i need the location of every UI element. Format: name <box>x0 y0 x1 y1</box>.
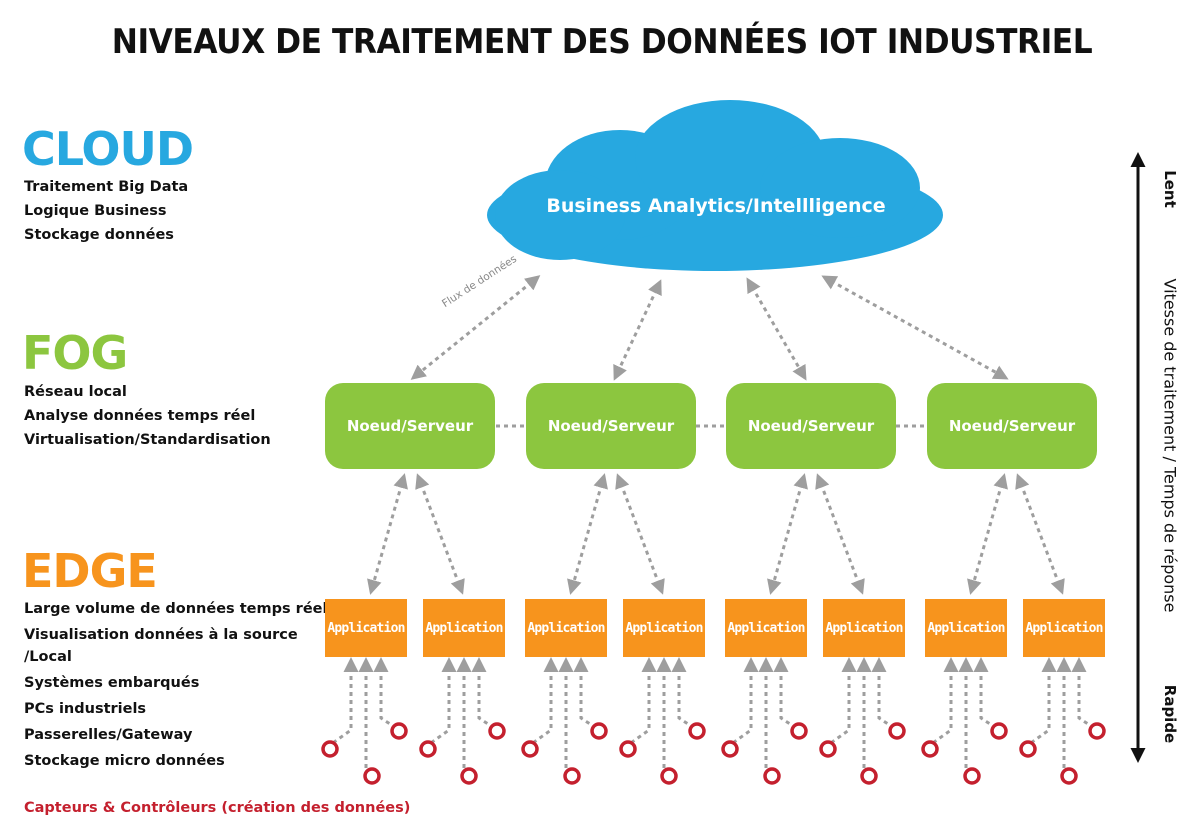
sensor-icon <box>488 722 506 740</box>
sensor-icon <box>590 722 608 740</box>
fog-item: Réseau local <box>24 384 127 400</box>
page-title: NIVEAUX DE TRAITEMENT DES DONNÉES IOT IN… <box>111 22 1093 62</box>
fog-node: Noeud/Serveur <box>726 383 896 469</box>
sensor-icon <box>721 740 739 758</box>
cloud-layer-title: CLOUD <box>22 122 194 176</box>
sensor-icon <box>963 767 981 785</box>
axis-title: Vitesse de traitement / Temps de réponse <box>1160 278 1180 613</box>
edge-application: Application <box>725 599 807 657</box>
edge-application: Application <box>623 599 705 657</box>
fog-item: Analyse données temps réel <box>24 408 256 424</box>
edge-item: PCs industriels <box>24 701 147 717</box>
sensor-connectors <box>329 657 1095 770</box>
sensor-icon <box>921 740 939 758</box>
sensor-icon <box>619 740 637 758</box>
cloud-item: Logique Business <box>24 203 167 219</box>
sensor-icon <box>390 722 408 740</box>
node-app-connectors <box>367 473 1065 595</box>
sensor-icon <box>363 767 381 785</box>
sensor-icon <box>419 740 437 758</box>
edge-application: Application <box>525 599 607 657</box>
cloud-layer-description: Traitement Big Data Logique Business Sto… <box>24 175 188 247</box>
edge-item: Systèmes embarqués <box>24 675 200 691</box>
sensor-icon <box>688 722 706 740</box>
sensors-label: Capteurs & Contrôleurs (création des don… <box>24 800 411 816</box>
sensor-icon <box>888 722 906 740</box>
sensor-icon <box>1088 722 1106 740</box>
sensor-icon <box>790 722 808 740</box>
sensor-icon <box>1060 767 1078 785</box>
edge-layer-title: EDGE <box>22 544 158 598</box>
edge-application: Application <box>325 599 407 657</box>
sensor-icon <box>819 740 837 758</box>
sensor-icon <box>563 767 581 785</box>
fog-layer-description: Réseau local Analyse données temps réel … <box>24 380 271 452</box>
edge-item: Passerelles/Gateway <box>24 727 193 743</box>
sensor-icon <box>763 767 781 785</box>
fog-layer-title: FOG <box>22 326 128 380</box>
edge-item: Stockage micro données <box>24 753 225 769</box>
edge-application: Application <box>1023 599 1105 657</box>
edge-item: Visualisation données à la source <box>24 627 298 643</box>
axis-slow-label: Lent <box>1161 170 1179 208</box>
cloud-node-connectors <box>410 275 1009 381</box>
cloud-item: Traitement Big Data <box>24 179 189 195</box>
axis-fast-label: Rapide <box>1161 684 1179 744</box>
sensor-icon <box>521 740 539 758</box>
sensors <box>321 722 1106 785</box>
cloud-item: Stockage données <box>24 227 174 243</box>
edge-item: /Local <box>24 649 72 665</box>
edge-application: Application <box>925 599 1007 657</box>
edge-item: Large volume de données temps réel <box>24 601 328 617</box>
sensor-icon <box>321 740 339 758</box>
edge-application: Application <box>423 599 505 657</box>
fog-node: Noeud/Serveur <box>927 383 1097 469</box>
sensor-icon <box>460 767 478 785</box>
sensor-icon <box>860 767 878 785</box>
sensor-icon <box>660 767 678 785</box>
edge-layer-description: Large volume de données temps réel Visua… <box>24 598 327 776</box>
sensor-icon <box>1019 740 1037 758</box>
edge-application: Application <box>823 599 905 657</box>
sensor-icon <box>990 722 1008 740</box>
cloud-shape <box>487 100 943 271</box>
fog-node: Noeud/Serveur <box>325 383 495 469</box>
fog-node: Noeud/Serveur <box>526 383 696 469</box>
fog-item: Virtualisation/Standardisation <box>24 432 271 448</box>
cloud-label: Business Analytics/Intellligence <box>546 195 886 217</box>
